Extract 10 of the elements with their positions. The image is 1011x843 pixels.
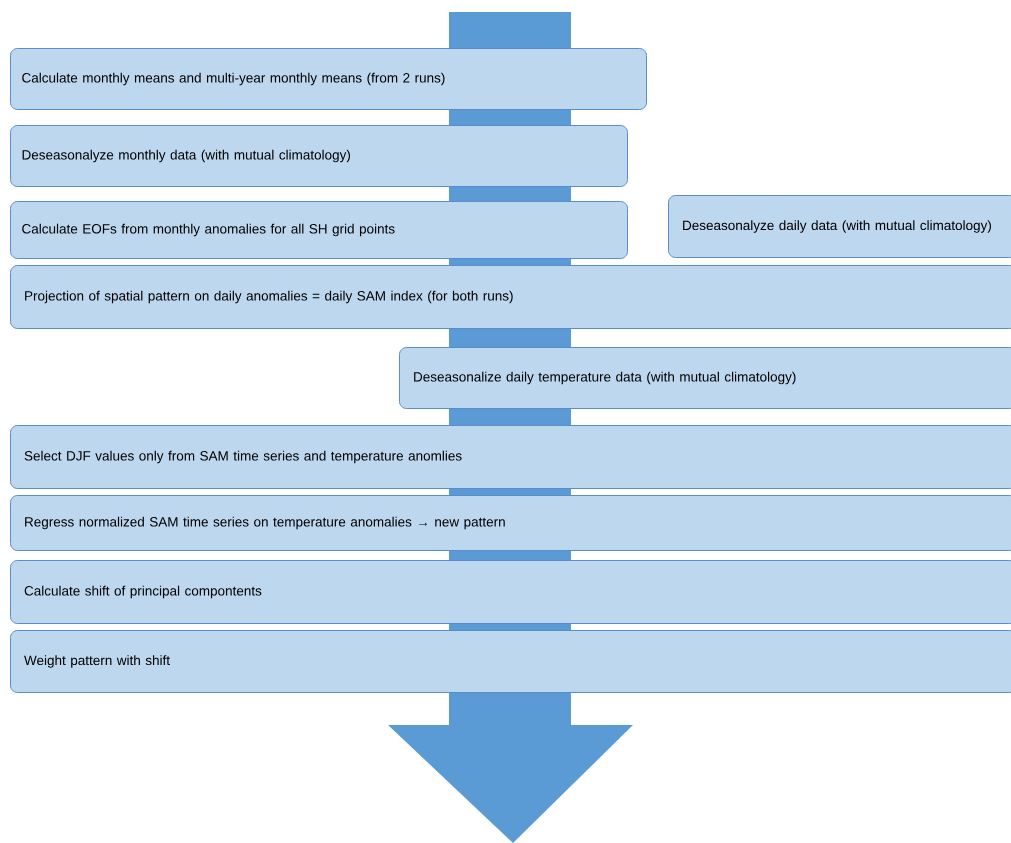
process-box: Regress normalized SAM time series on temperature anomalies → new pattern [10, 495, 1011, 551]
process-box: Calculate shift of principal compontents [10, 560, 1011, 624]
process-box: Deseasonalize daily temperature data (with mutual climatology) [399, 347, 1011, 409]
process-box: Weight pattern with shift [10, 630, 1011, 693]
process-box: Calculate EOFs from monthly anomalies for all SH grid points [10, 201, 628, 259]
process-box: Select DJF values only from SAM time series and temperature anomlies [10, 425, 1011, 489]
process-box: Projection of spatial pattern on daily anomalies = daily SAM index (for both runs) [10, 265, 1011, 329]
process-box: Deseasonalyze daily data (with mutual climatology) [668, 195, 1011, 258]
process-box: Calculate monthly means and multi-year monthly means (from 2 runs) [10, 48, 647, 110]
process-box: Deseasonalyze monthly data (with mutual climatology) [10, 125, 628, 187]
